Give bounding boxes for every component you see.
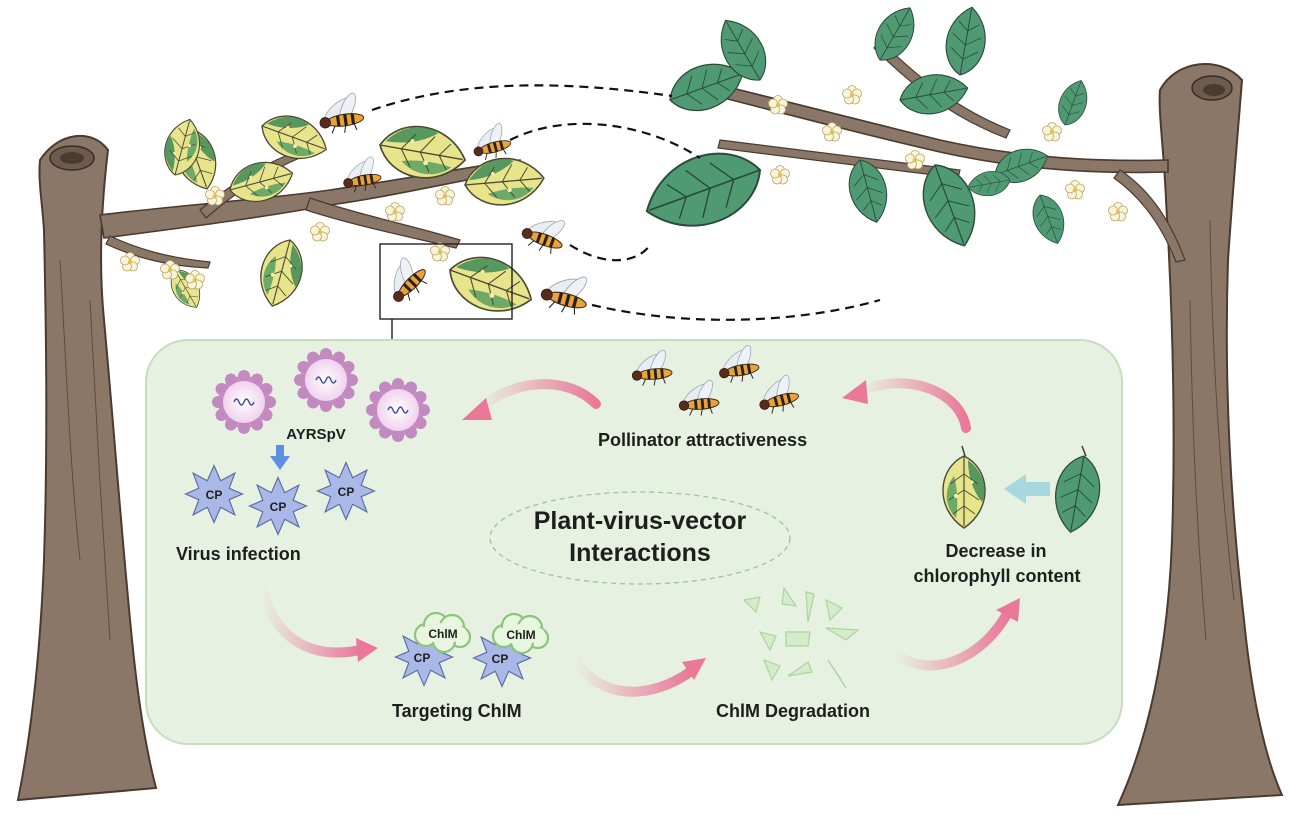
center-title-line1: Plant-virus-vector <box>533 507 747 535</box>
process-panel <box>145 339 1123 745</box>
virus-label: AYRSpV <box>286 426 345 443</box>
step-virus-infection: Virus infection <box>176 544 301 564</box>
light-blue-arrow-icon <box>1004 474 1050 504</box>
right-tree <box>699 39 1284 807</box>
step-chlorophyll-line2: chlorophyll content <box>913 566 1081 586</box>
cp-label: CP <box>492 652 509 666</box>
process-arrows <box>257 378 1020 697</box>
step-chlorophyll-line1: Decrease in <box>945 541 1047 561</box>
chlm-label: ChlM <box>506 628 535 642</box>
center-ellipse <box>489 491 791 585</box>
chlm-label: ChlM <box>428 627 457 641</box>
cp-label: CP <box>414 651 431 665</box>
zoom-box <box>379 243 513 340</box>
cp-label: CP <box>206 488 223 502</box>
center-title-line2: Interactions <box>569 539 711 567</box>
chlm-fragments-icon <box>742 586 860 689</box>
step-degradation: ChlM Degradation <box>716 701 871 721</box>
blue-arrow-icon <box>270 445 290 470</box>
cp-label: CP <box>270 500 287 514</box>
leaf-icon <box>942 445 1106 537</box>
flight-paths <box>371 84 881 321</box>
step-pollinator: Pollinator attractiveness <box>598 430 808 450</box>
left-tree <box>16 134 523 802</box>
cp-label: CP <box>338 485 355 499</box>
center-title: Plant-virus-vector Interactions <box>490 505 790 569</box>
step-targeting: Targeting ChlM <box>392 701 522 721</box>
